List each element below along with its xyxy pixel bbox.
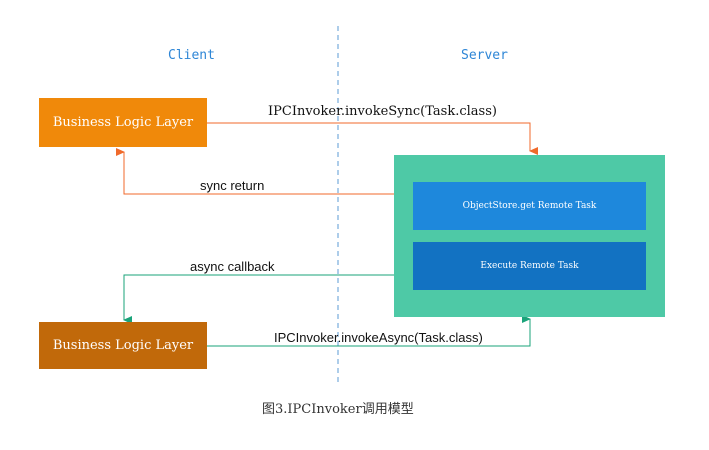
invoke-sync-arrow (206, 122, 538, 155)
server-lane-title: Server (461, 48, 508, 63)
async-callback-arrow (123, 274, 394, 324)
business-logic-layer-top: Business Logic Layer (39, 98, 207, 147)
server-step-get-remote-task: ObjectStore.get Remote Task (413, 182, 646, 230)
client-lane-title: Client (168, 48, 215, 63)
sync-return-arrow (116, 148, 394, 195)
invoke-async-label: IPCInvoker.invokeAsync(Task.class) (274, 330, 483, 345)
async-callback-label: async callback (190, 259, 275, 274)
business-logic-layer-bottom: Business Logic Layer (39, 322, 207, 369)
sync-return-label: sync return (200, 178, 265, 193)
figure-caption: 图3.IPCInvoker调用模型 (262, 402, 414, 417)
server-container (394, 155, 665, 317)
invoke-async-arrow (206, 315, 531, 347)
invoke-sync-label: IPCInvoker.invokeSync(Task.class) (268, 104, 497, 119)
server-step-execute-remote-task: Execute Remote Task (413, 242, 646, 290)
